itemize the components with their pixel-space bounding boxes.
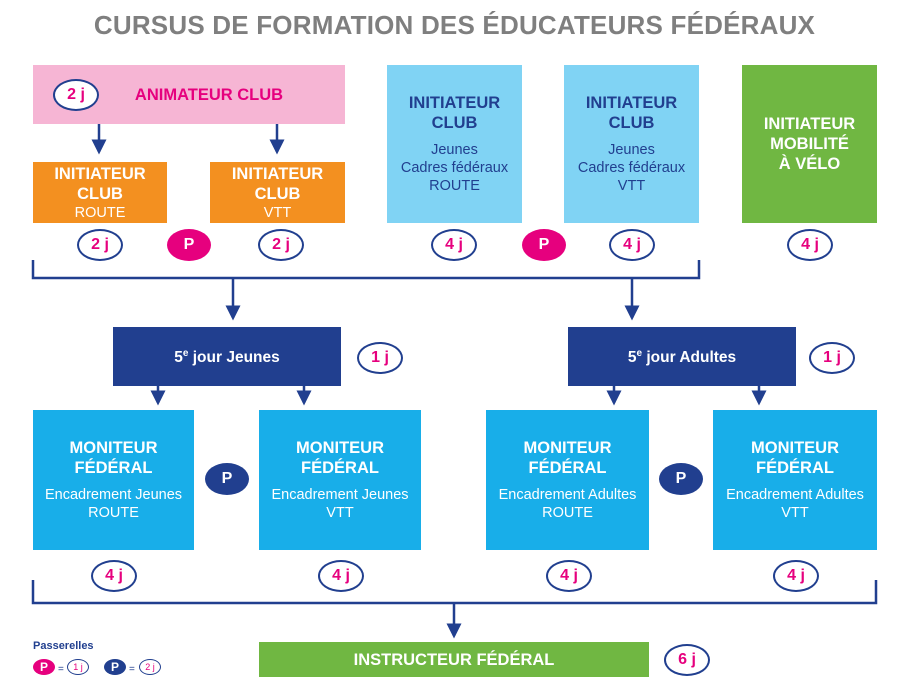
initiateur-jeunes-route-line1: Jeunes [431,142,478,158]
moniteur-line1: Encadrement Adultes [726,487,864,503]
animateur-club-title: ANIMATEUR CLUB [134,85,284,104]
legend-equals: = [129,664,135,675]
moniteur-duration: 4 j [318,560,364,592]
moniteur-adultes-route-box: MONITEUR FÉDÉRAL Encadrement Adultes ROU… [486,410,649,550]
moniteur-adultes-vtt-box: MONITEUR FÉDÉRAL Encadrement Adultes VTT [713,410,877,550]
cinquieme-jour-adultes-duration: 1 j [809,342,855,374]
initiateur-jeunes-vtt-box: INITIATEUR CLUB Jeunes Cadres fédéraux V… [564,65,699,223]
cinquieme-jour-jeunes-label: 5e jour Jeunes [174,348,280,367]
initiateur-jeunes-vtt-line1: Jeunes [608,142,655,158]
initiateur-jeunes-route-title: INITIATEUR CLUB [408,94,501,132]
initiateur-jeunes-vtt-title: INITIATEUR CLUB [585,94,678,132]
initiateur-route-duration: 2 j [77,229,123,261]
moniteur-jeunes-route-box: MONITEUR FÉDÉRAL Encadrement Jeunes ROUT… [33,410,194,550]
moniteur-line2: VTT [781,505,809,521]
initiateur-jeunes-route-duration: 4 j [431,229,477,261]
animateur-duration: 2 j [53,79,99,111]
moniteur-line2: ROUTE [88,505,139,521]
cinquieme-jour-adultes-box: 5e jour Adultes [568,327,796,386]
moniteur-title: MONITEUR FÉDÉRAL [296,439,384,477]
moniteur-line2: ROUTE [542,505,593,521]
passerelle-badge: P [659,463,703,495]
moniteur-duration: 4 j [773,560,819,592]
moniteur-duration: 4 j [91,560,137,592]
legend-p-navy: P [104,659,126,675]
initiateur-jeunes-route-line2: Cadres fédéraux [400,160,509,176]
mobilite-duration: 4 j [787,229,833,261]
initiateur-route-sub: ROUTE [74,204,126,221]
moniteur-line1: Encadrement Adultes [498,487,637,503]
initiateur-jeunes-vtt-line2: Cadres fédéraux [577,160,686,176]
legend-p-magenta: P [33,659,55,675]
initiateur-vtt-title: INITIATEUR CLUB [231,164,324,203]
moniteur-jeunes-vtt-box: MONITEUR FÉDÉRAL Encadrement Jeunes VTT [259,410,421,550]
moniteur-title: MONITEUR FÉDÉRAL [523,439,612,477]
initiateur-jeunes-vtt-duration: 4 j [609,229,655,261]
passerelle-badge: P [522,229,566,261]
moniteur-line1: Encadrement Jeunes [44,487,183,503]
moniteur-line2: VTT [326,505,354,521]
instructeur-duration: 6 j [664,644,710,676]
cinquieme-jour-jeunes-duration: 1 j [357,342,403,374]
mobilite-line3: À VÉLO [778,155,841,173]
initiateur-jeunes-route-box: INITIATEUR CLUB Jeunes Cadres fédéraux R… [387,65,522,223]
initiateur-vtt-duration: 2 j [258,229,304,261]
initiateur-vtt-sub: VTT [263,204,292,221]
instructeur-federal-box: INSTRUCTEUR FÉDÉRAL [259,642,649,677]
legend-value-2: 2 j [139,659,161,675]
moniteur-duration: 4 j [546,560,592,592]
legend-title: Passerelles [33,640,94,652]
moniteur-title: MONITEUR FÉDÉRAL [69,439,158,477]
initiateur-route-box: INITIATEUR CLUB ROUTE [33,162,167,223]
initiateur-mobilite-box: INITIATEUR MOBILITÉ À VÉLO [742,65,877,223]
mobilite-line2: MOBILITÉ [770,135,849,153]
cinquieme-jour-adultes-label: 5e jour Adultes [627,348,737,367]
page-title: CURSUS DE FORMATION DES ÉDUCATEURS FÉDÉR… [93,10,816,40]
initiateur-vtt-box: INITIATEUR CLUB VTT [210,162,345,223]
instructeur-title: INSTRUCTEUR FÉDÉRAL [353,650,555,669]
initiateur-jeunes-route-line3: ROUTE [429,178,480,194]
mobilite-line1: INITIATEUR [763,115,856,133]
legend-value-1: 1 j [67,659,89,675]
initiateur-jeunes-vtt-line3: VTT [617,178,646,194]
moniteur-line1: Encadrement Jeunes [271,487,409,503]
moniteur-title: MONITEUR FÉDÉRAL [751,439,839,477]
legend-equals: = [58,664,64,675]
cinquieme-jour-jeunes-box: 5e jour Jeunes [113,327,341,386]
passerelle-badge: P [167,229,211,261]
initiateur-route-title: INITIATEUR CLUB [54,164,146,203]
passerelle-badge: P [205,463,249,495]
